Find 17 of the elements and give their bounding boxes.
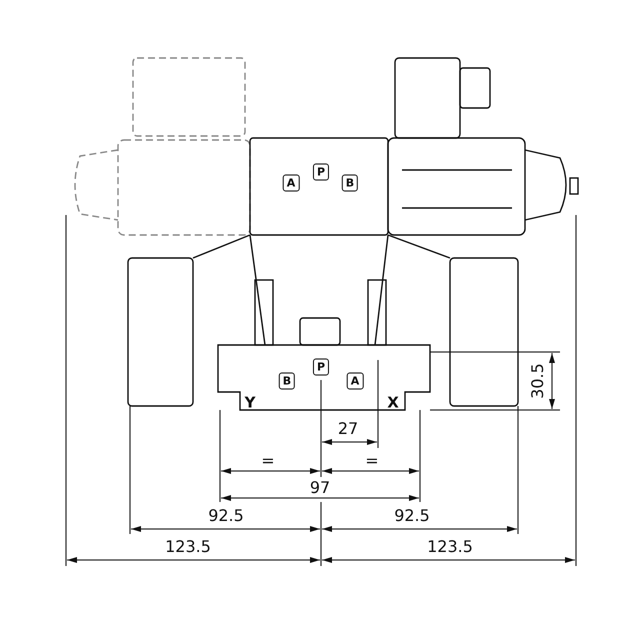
- dimension-value: 123.5: [427, 539, 473, 555]
- port-letter: X: [387, 396, 399, 410]
- port-tag: P: [312, 164, 330, 180]
- port-tag: A: [346, 372, 364, 390]
- port-letter: Y: [244, 396, 256, 410]
- dimension-value: 92.5: [208, 508, 244, 524]
- dimension-value: 30.5: [530, 363, 546, 399]
- port-tag: P: [312, 358, 330, 376]
- dimension-value: 92.5: [394, 508, 430, 524]
- dimension-value: 123.5: [165, 539, 211, 555]
- port-tag: B: [278, 372, 296, 390]
- port-tag: B: [342, 174, 358, 192]
- dimension-value: 97: [310, 480, 330, 496]
- dimension-value: 27: [338, 421, 358, 437]
- port-tag: A: [282, 174, 300, 192]
- dimension-value: =: [261, 453, 275, 469]
- dimension-value: =: [365, 453, 379, 469]
